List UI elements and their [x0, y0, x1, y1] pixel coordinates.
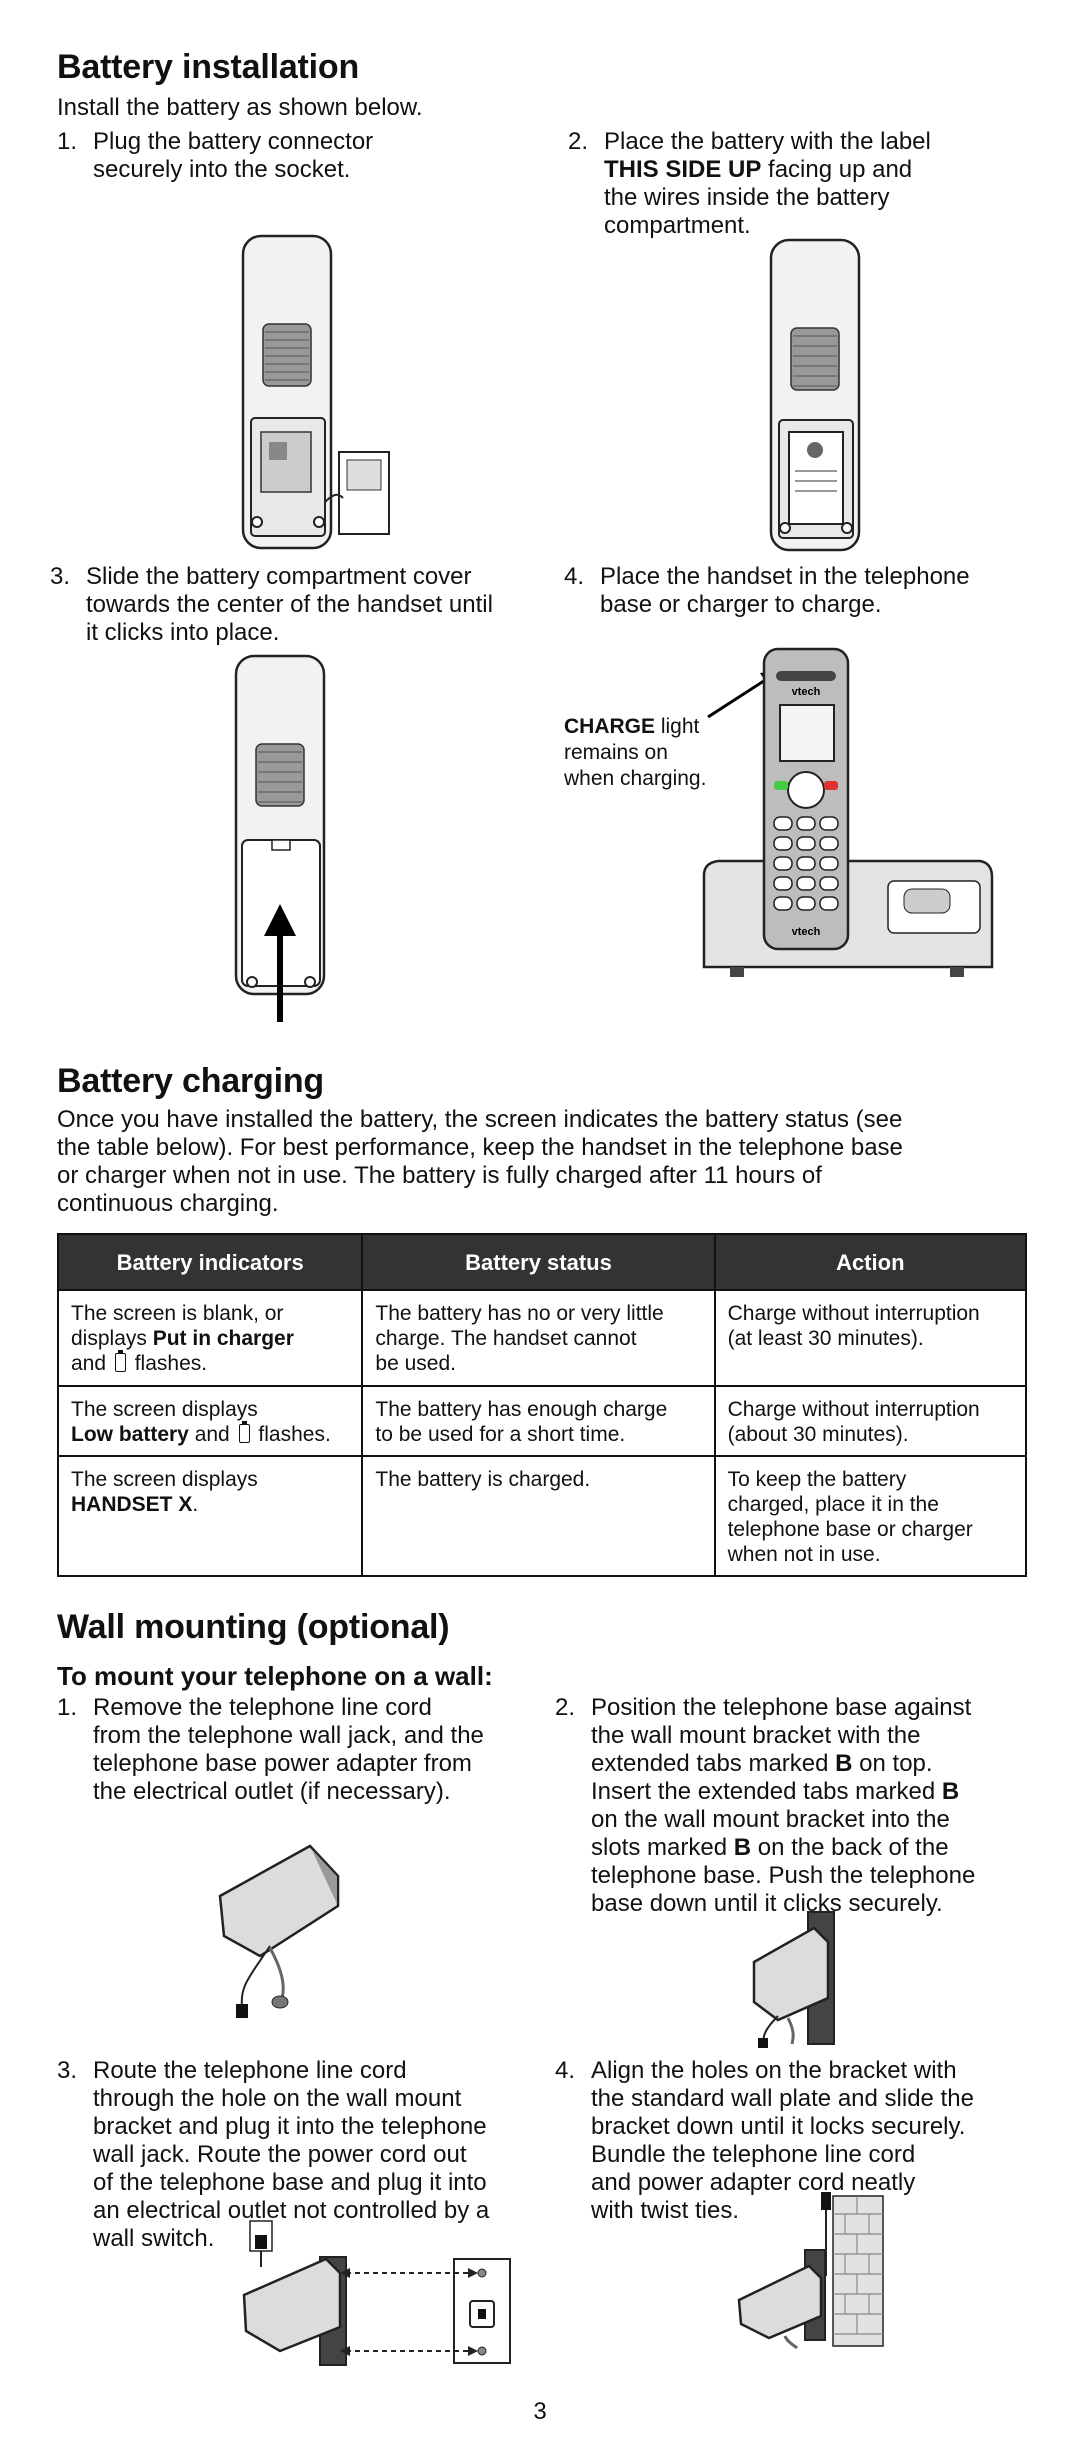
section-title-wall-mounting: Wall mounting (optional) — [57, 1608, 450, 1646]
section-title-battery-installation: Battery installation — [57, 48, 360, 86]
handset-back-connector-illustration — [241, 234, 390, 550]
mount-step-1: 1. Remove the telephone line cord from t… — [57, 1694, 484, 1805]
handset-cover-slide-illustration — [234, 654, 326, 1022]
table-cell: Charge without interruption (at least 30… — [713, 1289, 1028, 1387]
table-cell: The battery has enough charge to be used… — [361, 1385, 716, 1457]
table-cell: Charge without interruption (about 30 mi… — [713, 1385, 1028, 1457]
handset-in-base-illustration: vtech vtech — [702, 647, 994, 977]
battery-icon — [238, 1421, 250, 1443]
table-row: The screen displays HANDSET X. The batte… — [56, 1455, 1028, 1577]
battery-charging-paragraph: Once you have installed the battery, the… — [57, 1106, 903, 1217]
battery-installation-intro: Install the battery as shown below. — [57, 94, 423, 121]
table-row: The screen displays Low battery and flas… — [56, 1385, 1028, 1457]
section-title-battery-charging: Battery charging — [57, 1062, 324, 1100]
table-cell: To keep the battery charged, place it in… — [713, 1455, 1028, 1577]
table-cell: The battery is charged. — [361, 1455, 716, 1577]
battery-icon — [114, 1350, 126, 1372]
wall-mounting-subtitle: To mount your telephone on a wall: — [57, 1661, 493, 1691]
brand-label-handset: vtech — [792, 686, 821, 698]
table-cell: The screen displays HANDSET X. — [56, 1455, 364, 1577]
page-number: 3 — [533, 2398, 547, 2425]
base-unplugged-illustration — [218, 1844, 340, 2018]
base-on-bracket-illustration — [752, 1911, 835, 2048]
route-cords-illustration — [242, 2220, 511, 2366]
mounted-on-wall-illustration — [737, 2192, 884, 2350]
mount-step-4: 4. Align the holes on the bracket with t… — [555, 2057, 974, 2224]
table-header-row: Battery indicators Battery status Action — [56, 1233, 1028, 1291]
table-cell: The screen is blank, or displays Put in … — [56, 1289, 364, 1387]
charge-light-callout: CHARGE light remains on when charging. — [564, 715, 707, 790]
brand-label-base: vtech — [792, 926, 821, 938]
table-header-indicators: Battery indicators — [56, 1233, 364, 1291]
table-cell: The screen displays Low battery and flas… — [56, 1385, 364, 1457]
install-step-1: 1. Plug the battery connector securely i… — [57, 128, 374, 183]
mount-step-2: 2. Position the telephone base against t… — [555, 1694, 976, 1917]
table-header-status: Battery status — [361, 1233, 716, 1291]
install-step-2: 2. Place the battery with the label THIS… — [568, 128, 931, 239]
table-cell: The battery has no or very little charge… — [361, 1289, 716, 1387]
install-step-4: 4. Place the handset in the telephone ba… — [564, 563, 970, 618]
mount-step-3: 3. Route the telephone line cord through… — [57, 2057, 490, 2252]
handset-battery-placed-illustration — [769, 238, 861, 552]
install-step-3: 3. Slide the battery compartment cover t… — [50, 563, 493, 646]
table-header-action: Action — [713, 1233, 1028, 1291]
table-row: The screen is blank, or displays Put in … — [56, 1289, 1028, 1387]
battery-status-table: Battery indicators Battery status Action… — [56, 1233, 1028, 1577]
